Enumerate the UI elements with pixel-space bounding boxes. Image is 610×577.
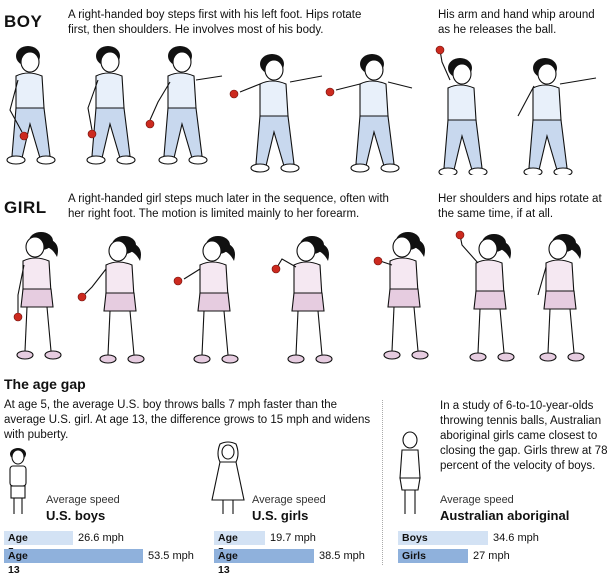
bar <box>398 549 468 563</box>
bar-value: 53.5 mph <box>148 550 194 562</box>
age-gap-intro: At age 5, the average U.S. boy throws ba… <box>4 399 371 441</box>
bar-value: 26.6 mph <box>78 532 124 544</box>
bar-label: Girls <box>402 550 426 562</box>
us-boys-subhead: Average speed <box>46 494 120 506</box>
section-divider <box>382 400 383 565</box>
boy-figure <box>325 53 413 173</box>
girl-figure <box>13 231 62 360</box>
girl-note-rotation: Her shoulders and hips rotate at the sam… <box>438 193 602 220</box>
girl-throw-sequence-illustration <box>13 230 585 364</box>
boy-figure <box>86 45 136 165</box>
boy-note-release: His arm and hand whip around as he relea… <box>438 9 595 36</box>
bar <box>4 531 73 545</box>
boy-throw-sequence-illustration <box>6 45 597 175</box>
girl-note-sequence: A right-handed girl steps much later in … <box>68 193 389 220</box>
girl-figure <box>77 235 145 364</box>
boy-figure <box>435 45 488 175</box>
us-boys-title: U.S. boys <box>46 508 106 523</box>
girl-label: GIRL <box>4 198 47 217</box>
age-gap-title: The age gap <box>4 376 86 392</box>
girl-figure <box>173 235 239 364</box>
us-girls-subhead: Average speed <box>252 494 326 506</box>
boy-figure <box>6 45 56 165</box>
girl-child-icon <box>211 441 245 514</box>
girl-figure <box>271 235 333 364</box>
bar-label: Age 13 <box>8 550 28 576</box>
bar <box>398 531 488 545</box>
bar <box>4 549 143 563</box>
bar-value: 38.5 mph <box>319 550 365 562</box>
aboriginal-subhead: Average speed <box>440 494 514 506</box>
boy-child-icon <box>9 448 27 514</box>
boy-figure <box>229 53 323 173</box>
bar-value: 19.7 mph <box>270 532 316 544</box>
aboriginal-child-icon <box>399 431 421 514</box>
girl-figure <box>537 233 585 362</box>
us-girls-title: U.S. girls <box>252 508 309 523</box>
aboriginal-note: In a study of 6-to-10-year-olds throwing… <box>440 400 608 472</box>
girl-figure <box>455 230 515 362</box>
girl-figure <box>373 231 429 360</box>
boy-label: BOY <box>4 12 43 31</box>
boy-figure <box>517 57 597 175</box>
bar <box>214 531 265 545</box>
boy-note-sequence: A right-handed boy steps first with his … <box>68 9 362 36</box>
bar-value: 34.6 mph <box>493 532 539 544</box>
bar-label: Age 13 <box>218 550 238 576</box>
aboriginal-title: Australian aboriginal <box>440 508 570 523</box>
bar <box>214 549 314 563</box>
bar-value: 27 mph <box>473 550 510 562</box>
bar-label: Boys <box>402 532 428 544</box>
boy-figure <box>145 45 223 165</box>
